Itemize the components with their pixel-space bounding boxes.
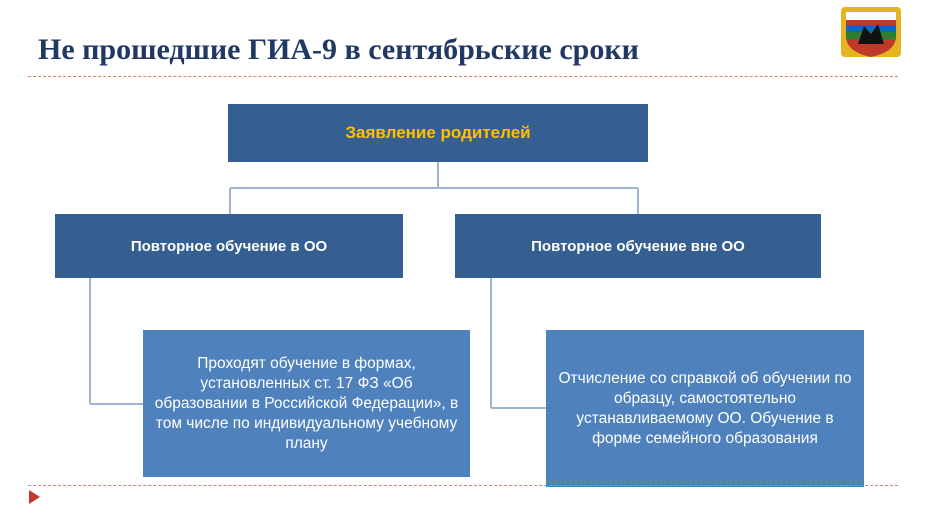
root-node: Заявление родителей: [228, 104, 648, 162]
branch-node-label: Повторное обучение в ОО: [130, 237, 328, 255]
root-node-label: Заявление родителей: [345, 123, 531, 142]
branch-node-in-school: Повторное обучение в ОО: [55, 214, 403, 278]
bottom-divider: [28, 485, 898, 486]
detail-node-outside-school: Отчисление со справкой об обучении по об…: [546, 330, 864, 487]
branch-node-label: Повторное обучение вне ОО: [531, 237, 745, 255]
detail-node-text: Отчисление со справкой об обучении по об…: [558, 369, 852, 447]
slide-title: Не прошедшие ГИА-9 в сентябрьские сроки: [38, 33, 639, 66]
detail-node-text: Проходят обучение в формах, установленны…: [154, 354, 459, 452]
coat-of-arms-icon: [841, 7, 901, 57]
top-divider: [28, 76, 898, 77]
triangle-bullet-icon: [29, 490, 40, 504]
branch-node-outside-school: Повторное обучение вне ОО: [455, 214, 821, 278]
detail-node-in-school: Проходят обучение в формах, установленны…: [143, 330, 470, 477]
